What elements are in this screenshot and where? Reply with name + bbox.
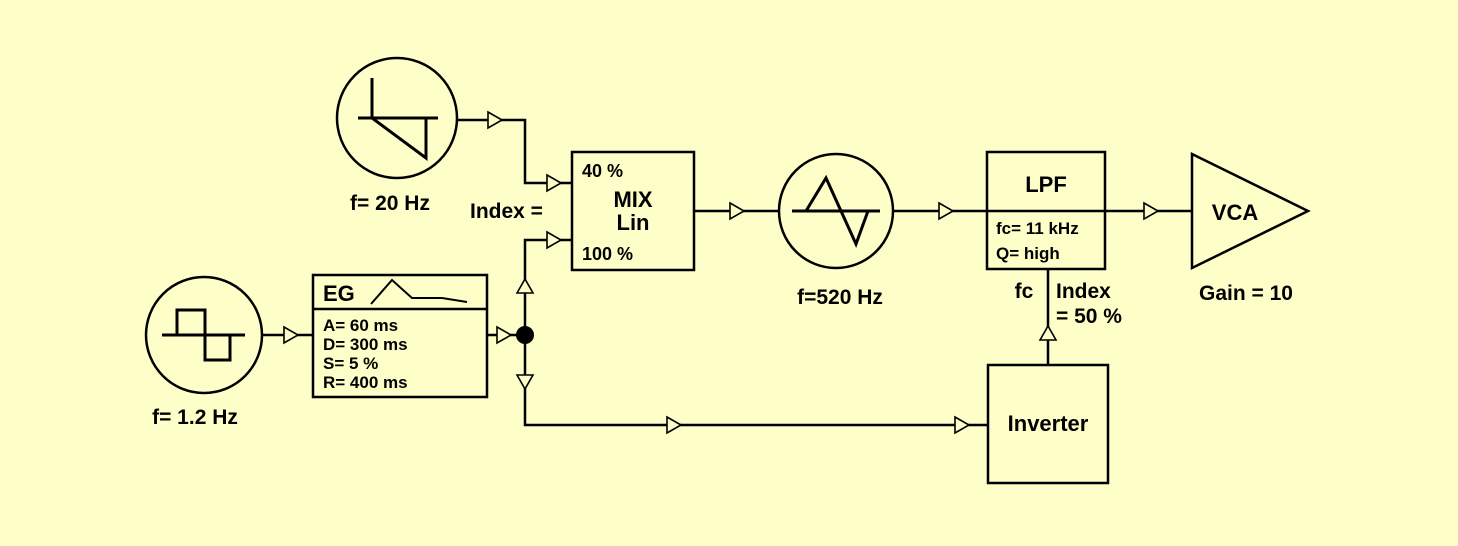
vca-title: VCA xyxy=(1212,200,1259,225)
mix-title: MIX xyxy=(613,187,652,212)
vca-gain-label: Gain = 10 xyxy=(1199,282,1293,305)
square-oscillator: f= 1.2 Hz xyxy=(144,275,264,429)
lpf-title: LPF xyxy=(1025,172,1067,197)
sine-oscillator: f=520 Hz xyxy=(777,152,895,309)
sawtooth-wave-icon xyxy=(358,78,438,161)
lpf-index-value: = 50 % xyxy=(1056,305,1122,328)
eg-sustain: S= 5 % xyxy=(323,354,378,373)
lpf-index-label: Index xyxy=(1056,280,1111,303)
square-wave-icon xyxy=(162,308,245,362)
junction-dot xyxy=(516,326,534,344)
lpf-cutoff: fc= 11 kHz xyxy=(996,219,1079,238)
envelope-generator: EG A= 60 ms D= 300 ms S= 5 % R= 400 ms xyxy=(311,273,489,399)
eg-attack: A= 60 ms xyxy=(323,316,398,335)
sawtooth-frequency-label: f= 20 Hz xyxy=(350,192,430,215)
lpf-fc-input-label: fc xyxy=(1015,280,1034,303)
square-frequency-label: f= 1.2 Hz xyxy=(152,406,238,429)
sine-frequency-label: f=520 Hz xyxy=(797,286,883,309)
mix-index-label: Index = xyxy=(470,200,543,223)
vca-amplifier: VCA Gain = 10 xyxy=(1190,151,1311,305)
eg-release: R= 400 ms xyxy=(323,373,408,392)
adsr-envelope-icon xyxy=(370,278,468,305)
signal-arrows xyxy=(283,110,1160,435)
mix-bottom-percent: 100 % xyxy=(582,244,633,264)
sawtooth-oscillator: f= 20 Hz xyxy=(335,56,459,215)
inverter-block: Inverter xyxy=(986,363,1110,485)
sine-wave-icon xyxy=(792,174,880,248)
eg-title: EG xyxy=(323,281,355,306)
inverter-title: Inverter xyxy=(1008,411,1089,436)
mix-top-percent: 40 % xyxy=(582,161,623,181)
lpf-block: LPF fc= 11 kHz Q= high xyxy=(985,150,1107,271)
mix-mode: Lin xyxy=(617,210,650,235)
mix-block: 40 % MIX Lin 100 % xyxy=(570,150,696,272)
lpf-resonance: Q= high xyxy=(996,244,1060,263)
eg-decay: D= 300 ms xyxy=(323,335,408,354)
